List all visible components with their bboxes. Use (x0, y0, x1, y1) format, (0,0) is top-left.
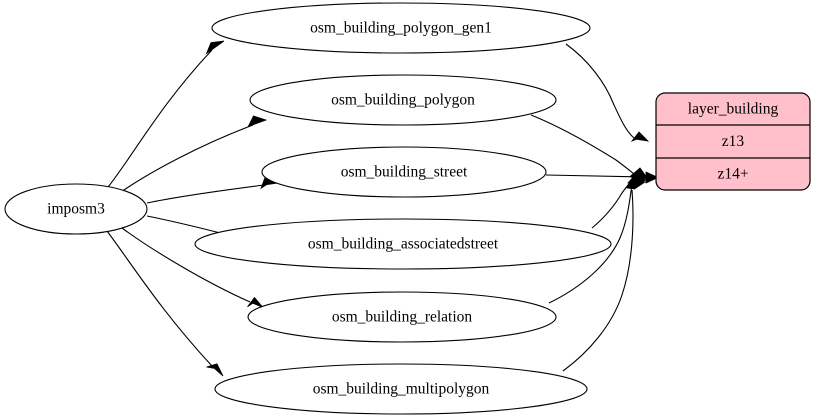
edge-imposm3-to-polygon (120, 115, 268, 193)
node-osm-building-street[interactable]: osm_building_street (261, 146, 547, 198)
layer-building-name-label: layer_building (688, 101, 779, 118)
edge-multipolygon-to-z14 (562, 177, 646, 372)
edge-imposm3-to-street (146, 176, 279, 204)
node-osm-building-multipolygon[interactable]: osm_building_multipolygon (214, 363, 588, 415)
edge-imposm3-to-relation (121, 227, 264, 308)
edge-group-layer (530, 43, 659, 372)
node-imposm3[interactable]: imposm3 (4, 183, 148, 235)
layer-building-z13-label: z13 (722, 133, 745, 150)
node-layer-building[interactable]: layer_building z13 z14+ (655, 92, 811, 191)
layer-building-z14-label: z14+ (717, 166, 748, 183)
edge-imposm3-to-polygon-gen1 (107, 40, 225, 188)
node-group-ellipses: imposm3 osm_building_polygon_gen1 osm_bu… (4, 2, 612, 415)
node-osm-building-associatedstreet[interactable]: osm_building_associatedstreet (194, 218, 612, 270)
edge-polygon-to-z14 (530, 114, 650, 180)
node-osm-building-relation[interactable]: osm_building_relation (247, 291, 557, 343)
edge-polygon-gen1-to-z13 (565, 43, 650, 142)
node-osm-building-polygon[interactable]: osm_building_polygon (249, 74, 557, 126)
edge-imposm3-to-multipolygon (106, 230, 224, 377)
node-osm-building-polygon-gen1[interactable]: osm_building_polygon_gen1 (211, 2, 591, 54)
layer-building-box[interactable] (655, 92, 811, 191)
